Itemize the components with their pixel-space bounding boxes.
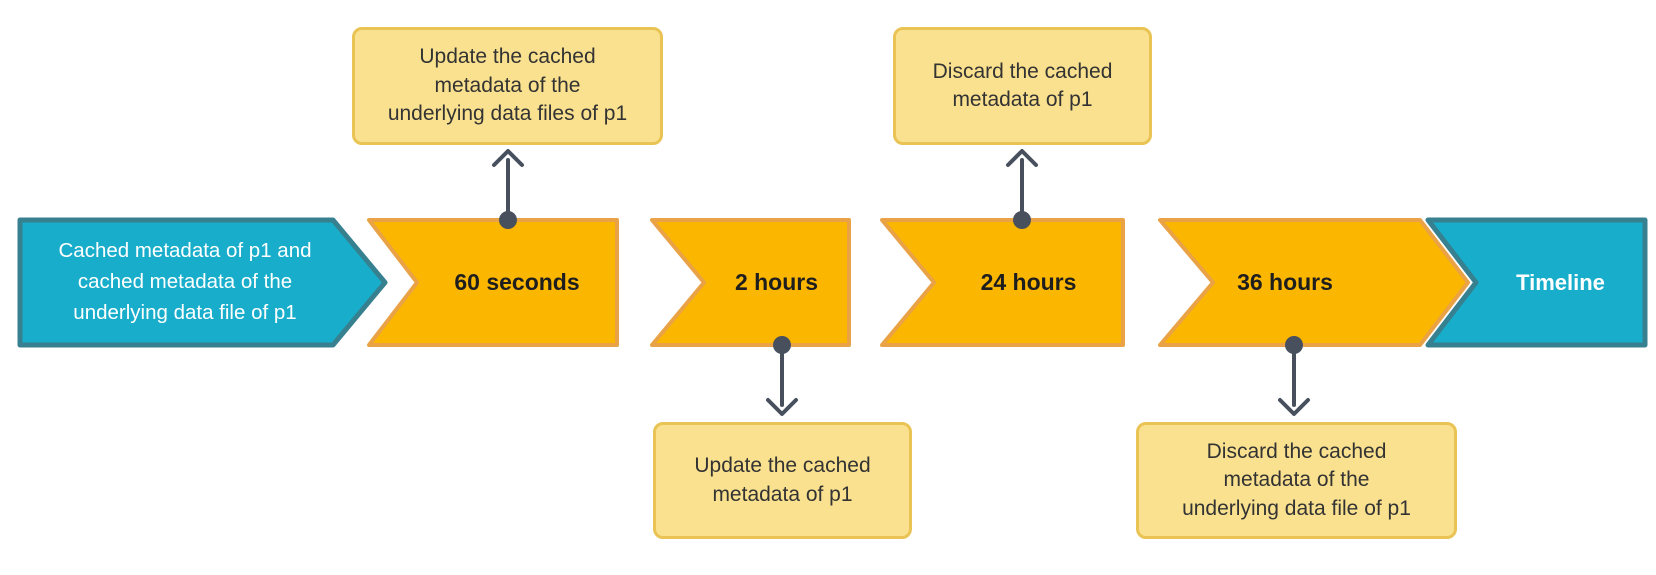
stage-chevron-2-hours: [650, 218, 851, 347]
end-chevron-shape: [1425, 217, 1648, 348]
connector-arrowhead-down-36-hours: [1278, 398, 1310, 416]
connector-dot-24-hours: [1013, 211, 1031, 229]
callout-update-metadata-p1: Update the cached metadata of p1: [653, 422, 912, 539]
callout-discard-metadata-p1: Discard the cached metadata of p1: [893, 27, 1152, 145]
connector-arrowhead-up-24-hours: [1006, 149, 1038, 167]
stage-chevron-60-seconds: [367, 218, 619, 347]
callout-update-underlying-metadata: Update the cached metadata of the underl…: [352, 27, 663, 145]
stage-chevron-36-hours: [1158, 218, 1470, 347]
stage-chevron-24-hours: [880, 218, 1125, 347]
start-chevron-shape: [17, 217, 388, 348]
connector-arrowhead-up-60-seconds: [492, 149, 524, 167]
callout-discard-underlying-metadata: Discard the cached metadata of the under…: [1136, 422, 1457, 539]
connector-arrowhead-down-2-hours: [766, 398, 798, 416]
connector-dot-60-seconds: [499, 211, 517, 229]
